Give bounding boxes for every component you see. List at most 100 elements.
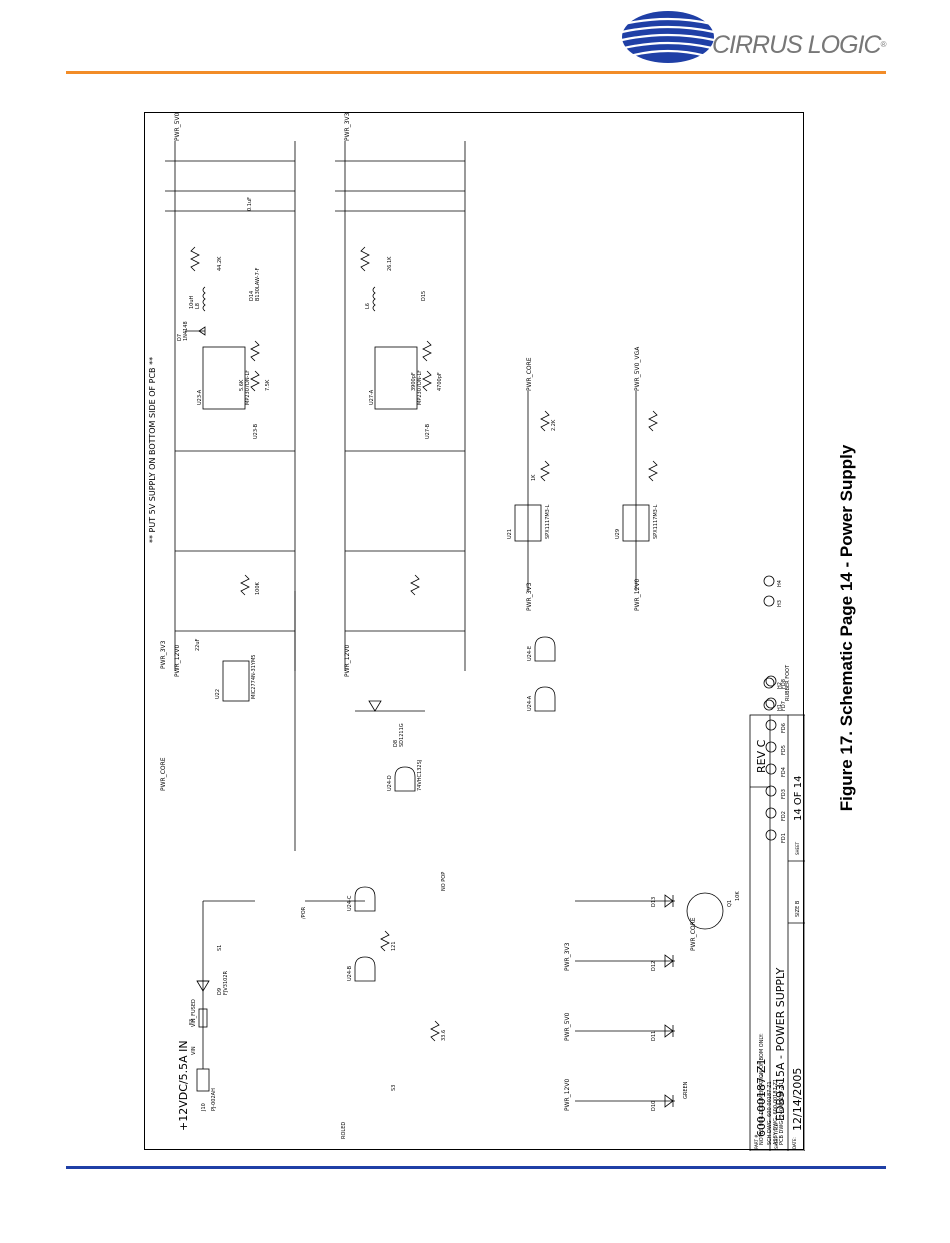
input-label: +12VDC/5.5A IN (177, 1040, 190, 1131)
label-d10: D10 (651, 1101, 657, 1111)
net-core-b: PWR_CORE (160, 757, 167, 791)
fiducial-fd1 (765, 829, 777, 841)
label-u29: U29 (615, 529, 621, 539)
label-d7-part: 1N4148 (183, 321, 189, 341)
net-3v3-d: PWR_3V3 (564, 942, 571, 971)
net-roled: ROLED (341, 1122, 347, 1139)
f3-fuse (198, 1008, 208, 1028)
fiducial-fd2 (765, 807, 777, 819)
net-core-a: PWR_CORE (526, 357, 533, 391)
fiducial-fd3 (765, 785, 777, 797)
part-label: PART # (754, 1134, 759, 1149)
fiducial-label-fd1: FD1 (781, 833, 787, 843)
net-por: /POR (301, 906, 307, 919)
label-f3: F3 (189, 1019, 195, 1025)
label-d9-part: FJV3102R (223, 971, 229, 995)
revision: REV C (755, 739, 768, 773)
label-d13: D13 (651, 897, 657, 907)
buck-5v0-section: U23-A U23-B MP2307DN-LF L8 10uH 44.2K D7… (165, 113, 296, 677)
sheet-size: SIZE B (795, 900, 801, 917)
sheet-title-label: SHEET TITLE: (774, 1123, 779, 1150)
label-h3: H3 (777, 600, 783, 607)
date-label: DATE: (792, 1137, 797, 1149)
u27-regulator (374, 346, 418, 410)
brand-name: CIRRUS LOGIC® (712, 30, 886, 60)
label-q1: Q1 (727, 900, 733, 907)
input-reset-section: J10 PJ-002AH VIN VIN_FUSED F3 D9 FJV3102… (160, 591, 556, 1139)
buck-3v3-section: U27-A U27-B MP2307DN-LF L6 26.1K D15 390… (335, 113, 466, 677)
label-c4700: 3900pF (411, 372, 417, 391)
net-vin-fused: VIN_FUSED (191, 999, 197, 1027)
label-u24a: U24-A (527, 695, 533, 711)
notes-title: NOTES FOR DOCUMENTATION OF BOM ONLY: (759, 1033, 765, 1145)
header-rule (66, 71, 886, 74)
net-12v0-d: PWR_12V0 (564, 1079, 571, 1111)
label-c01u-a: 0.1uF (247, 197, 253, 211)
label-rubber-foot: RUBBER FOOT (785, 664, 791, 701)
fiducial-fd8 (765, 675, 777, 687)
label-u23b: U23-B (253, 423, 259, 439)
label-s1: S1 (217, 945, 223, 951)
schematic-canvas: PART # 600-00187-Z1 REV C SHEET TITLE: E… (148, 113, 805, 1151)
date: 12/14/2005 (791, 1068, 804, 1131)
label-r5k6: 4700pF (437, 372, 443, 391)
schematic-sheet: PART # 600-00187-Z1 REV C SHEET TITLE: E… (144, 112, 805, 1151)
label-u22-part: MIC2774N-31YM5 (251, 655, 257, 699)
logo-globe-icon (621, 11, 715, 63)
label-r-nopop: NO POP (441, 872, 447, 891)
j10-power-jack (196, 1068, 210, 1092)
label-u29-part: SPX1117M3-L (653, 504, 659, 539)
label-d14-part: B130LAW-7-F (255, 267, 261, 301)
label-r7k5: 7.5K (265, 379, 271, 391)
label-u27-part: MP2307DN-LF (417, 370, 423, 405)
label-led-green: GREEN (683, 1081, 689, 1099)
label-h4: H4 (777, 580, 783, 587)
label-j10: J10 (201, 1103, 207, 1112)
label-u22: U22 (215, 689, 221, 699)
fiducial-label-fd7: FD7 (781, 701, 787, 711)
led-section: D10 D11 D12 D13 GREEN Q1 10K PWR_12V0 PW… (564, 891, 741, 1111)
net-12v0-b: PWR_12V0 (344, 645, 351, 677)
net-5v0-a: PWR_5V0 (174, 113, 181, 141)
q1-transistor (686, 892, 724, 930)
fiducial-label-fd4: FD4 (781, 767, 787, 777)
brand-registered-mark: ® (880, 40, 887, 49)
net-3v3-a: PWR_3V3 (344, 113, 351, 141)
label-d7: D7 (177, 334, 183, 341)
brand-wordmark: CIRRUS LOGIC (712, 31, 882, 59)
label-u27b: U27-B (425, 423, 431, 439)
label-u24e: U24-E (527, 646, 533, 661)
u22-reset (222, 660, 250, 702)
part-number: 600-00187-Z1 (755, 1059, 768, 1137)
cirrus-logic-logo (621, 11, 715, 63)
sheet-number: 14 OF 14 (793, 776, 804, 821)
bom-notes: NOTES FOR DOCUMENTATION OF BOM ONLY: SCH… (759, 1033, 785, 1145)
label-l8: L8 (195, 303, 201, 309)
net-5v0-vga: PWR_5V0_VGA (634, 346, 641, 391)
fiducial-label-fd6: FD6 (781, 723, 787, 733)
label-j10-part: PJ-002AH (211, 1088, 217, 1111)
label-r100k-a: 100K (255, 581, 261, 595)
net-3v3-b: PWR_3V3 (526, 582, 533, 611)
label-u27a: U27-A (369, 389, 375, 405)
label-d12: D12 (651, 961, 657, 971)
label-d8-part: SD1211G (399, 723, 405, 747)
ldo-section: U21 U29 SPX1117M3-L SPX1117M3-L 1K 2.2K … (507, 346, 659, 611)
note-assy: ASSY DWG- 600-00187-Z1 (773, 1079, 779, 1145)
figure-caption: Figure 17. Schematic Page 14 - Power Sup… (837, 444, 856, 812)
label-c3900: 5.6K (239, 379, 245, 391)
label-u24b: U24-B (347, 965, 353, 981)
fiducial-label-fd5: FD5 (781, 745, 787, 755)
net-12v0-c: PWR_12V0 (634, 579, 641, 611)
label-s3: S3 (391, 1085, 397, 1091)
label-r44k2: 44.2K (217, 256, 223, 271)
label-r121: 1K (531, 474, 537, 481)
label-q1-part: 10K (735, 891, 741, 901)
fiducial-label-fd2: FD2 (781, 811, 787, 821)
label-l6: L6 (365, 303, 371, 309)
banner-note: ** PUT 5V SUPPLY ON BOTTOM SIDE OF PCB *… (148, 357, 157, 543)
label-d9: D9 (217, 988, 223, 995)
fiducial-fd7 (765, 697, 777, 709)
label-r26k1: 26.1K (387, 256, 393, 271)
